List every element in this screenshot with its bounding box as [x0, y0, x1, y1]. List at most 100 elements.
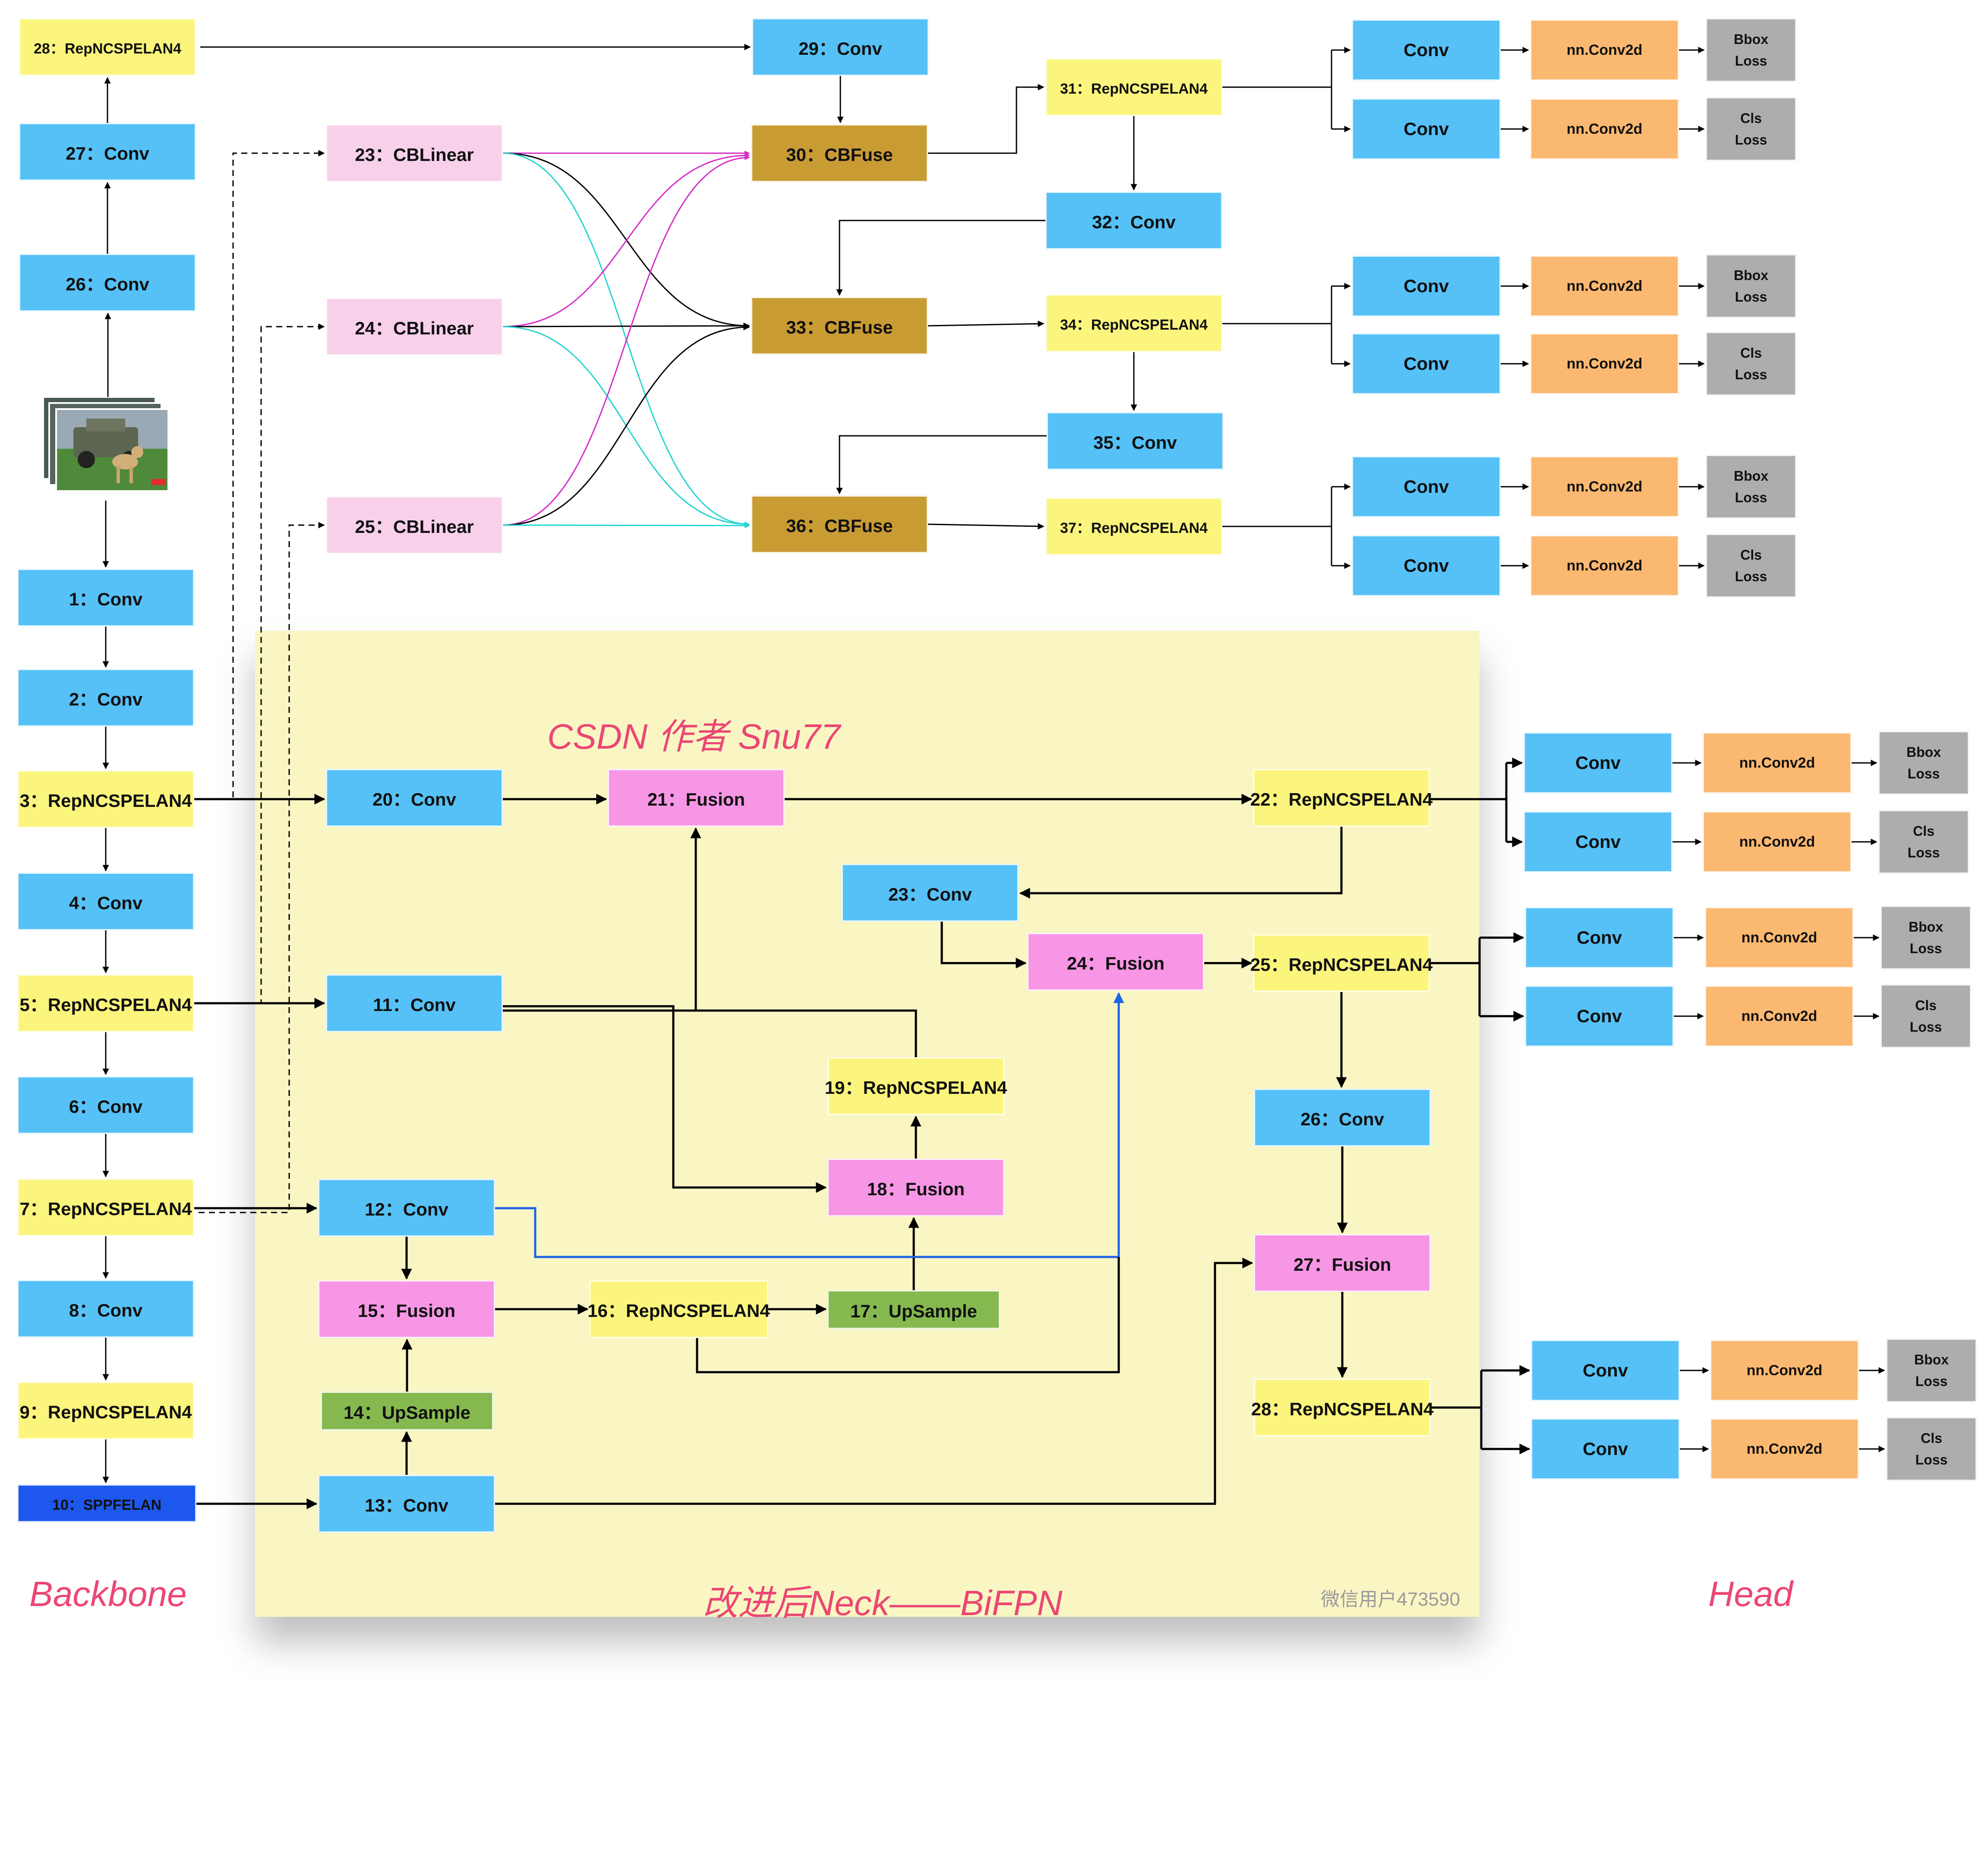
loss-label-line: Cls: [1915, 998, 1937, 1013]
neck-node-17: 17：UpSample: [827, 1290, 1000, 1329]
head-4-cls-nn-conv2d: nn.Conv2d: [1703, 811, 1852, 872]
a24-to-a30: [502, 153, 750, 328]
aux-node-31: 31：RepNCSPELAN4: [1045, 58, 1222, 116]
loss-label-line: Bbox: [1734, 31, 1768, 47]
neck-node-25: 25：RepNCSPELAN4: [1250, 934, 1433, 992]
neck-node-26: 26：Conv: [1254, 1089, 1431, 1146]
neck-node-18: 18：Fusion: [827, 1159, 1004, 1216]
backbone-node-8: 8：Conv: [17, 1280, 194, 1338]
head-3-bbox-nn-conv2d: nn.Conv2d: [1530, 456, 1679, 517]
head-1-cls-conv: Conv: [1352, 98, 1501, 160]
loss-label-line: Loss: [1909, 941, 1942, 956]
n13-to-n27: [495, 1257, 1253, 1505]
a25-to-a33: [502, 324, 750, 526]
head-6-bbox-nn-conv2d: nn.Conv2d: [1710, 1340, 1859, 1401]
head-5-cls-nn-conv2d: nn.Conv2d: [1705, 986, 1854, 1047]
backbone-node-4: 4：Conv: [17, 872, 194, 930]
head-5-bbox-conv: Conv: [1525, 907, 1674, 968]
n12-to-n24-blue: [495, 992, 1124, 1258]
loss-label-line: Bbox: [1914, 1352, 1949, 1367]
aux-node-37: 37：RepNCSPELAN4: [1045, 498, 1222, 555]
aux-node-24: 24：CBLinear: [326, 298, 503, 356]
loss-label-line: Loss: [1907, 766, 1940, 781]
loss-label-line: Bbox: [1906, 744, 1941, 760]
n11-to-n18: [503, 1005, 827, 1193]
aux-node-29: 29：Conv: [752, 18, 929, 76]
loss-label-line: Loss: [1915, 1452, 1948, 1468]
author-label: CSDN 作者 Snu77: [547, 717, 841, 756]
neck-node-28: 28：RepNCSPELAN4: [1251, 1379, 1433, 1436]
loss-label-line: Loss: [1907, 845, 1940, 860]
a25-to-a30: [502, 155, 750, 526]
b7-to-a25-dashed: [199, 522, 325, 1213]
aux-node-32: 32：Conv: [1045, 192, 1222, 249]
a32-to-a33: [836, 220, 1045, 296]
head-5-bbox-nn-conv2d: nn.Conv2d: [1705, 907, 1854, 968]
loss-label-line: Cls: [1740, 547, 1762, 563]
a33-to-a34: [928, 320, 1044, 327]
neck-node-23: 23：Conv: [842, 864, 1019, 922]
backbone-node-5: 5：RepNCSPELAN4: [17, 974, 194, 1032]
head-4-cls-conv: Conv: [1524, 811, 1672, 872]
a25-to-a36: [502, 523, 750, 528]
head-1-bbox-conv: Conv: [1352, 19, 1501, 81]
head-label: Head: [1708, 1575, 1793, 1614]
backbone-node-27: 27：Conv: [19, 123, 196, 181]
head-2-bbox-conv: Conv: [1352, 255, 1501, 317]
neck-node-16: 16：RepNCSPELAN4: [587, 1280, 770, 1338]
b3-to-a23-dashed: [224, 150, 325, 800]
loss-label-line: Loss: [1735, 569, 1767, 584]
loss-label-line: Cls: [1740, 110, 1762, 126]
loss-label-line: Cls: [1740, 345, 1762, 361]
neck-node-24: 24：Fusion: [1027, 933, 1204, 991]
neck-node-27: 27：Fusion: [1254, 1234, 1431, 1292]
head-4-bbox-conv: Conv: [1524, 732, 1672, 794]
head-3-cls-nn-conv2d: nn.Conv2d: [1530, 535, 1679, 596]
neck-node-14: 14：UpSample: [321, 1392, 493, 1430]
a36-to-a37: [928, 523, 1044, 530]
neck-node-15: 15：Fusion: [318, 1280, 495, 1338]
a24-to-a33: [502, 322, 750, 329]
head-3-cls-conv: Conv: [1352, 535, 1501, 596]
loss-label-line: Bbox: [1909, 919, 1943, 935]
b5-to-a24-dashed: [259, 323, 325, 1004]
n16-to-n24: [696, 1257, 1120, 1373]
n11-to-n21: [503, 827, 701, 1012]
head-6-bbox-conv: Conv: [1531, 1340, 1680, 1401]
neck-label: 改进后Neck——BiFPN: [703, 1584, 1063, 1623]
head-2-cls-nn-conv2d: nn.Conv2d: [1530, 333, 1679, 394]
aux-node-25: 25：CBLinear: [326, 496, 503, 554]
head-5-cls-conv: Conv: [1525, 986, 1674, 1047]
loss-label-line: Loss: [1735, 490, 1767, 505]
backbone-node-10: 10：SPPFELAN: [17, 1484, 196, 1522]
backbone-node-26: 26：Conv: [19, 254, 196, 312]
backbone-label: Backbone: [29, 1575, 187, 1614]
loss-label-line: Cls: [1913, 823, 1934, 839]
aux-node-35: 35：Conv: [1047, 412, 1224, 470]
a23-to-a36: [502, 152, 750, 527]
head-2-cls-conv: Conv: [1352, 333, 1501, 394]
n22-to-n23: [1019, 827, 1343, 899]
neck-node-21: 21：Fusion: [608, 769, 785, 827]
backbone-node-28: 28：RepNCSPELAN4: [19, 18, 196, 76]
aux-node-30: 30：CBFuse: [751, 124, 928, 182]
head-6-cls-nn-conv2d: nn.Conv2d: [1710, 1418, 1859, 1480]
jeep-and-dog-photo-stack-icon: [42, 396, 173, 501]
backbone-node-3: 3：RepNCSPELAN4: [17, 770, 194, 828]
backbone-node-7: 7：RepNCSPELAN4: [17, 1178, 194, 1236]
head-3-bbox-conv: Conv: [1352, 456, 1501, 517]
edges: [102, 44, 1885, 1509]
neck-node-11: 11：Conv: [326, 974, 503, 1032]
aux-node-33: 33：CBFuse: [751, 297, 928, 355]
